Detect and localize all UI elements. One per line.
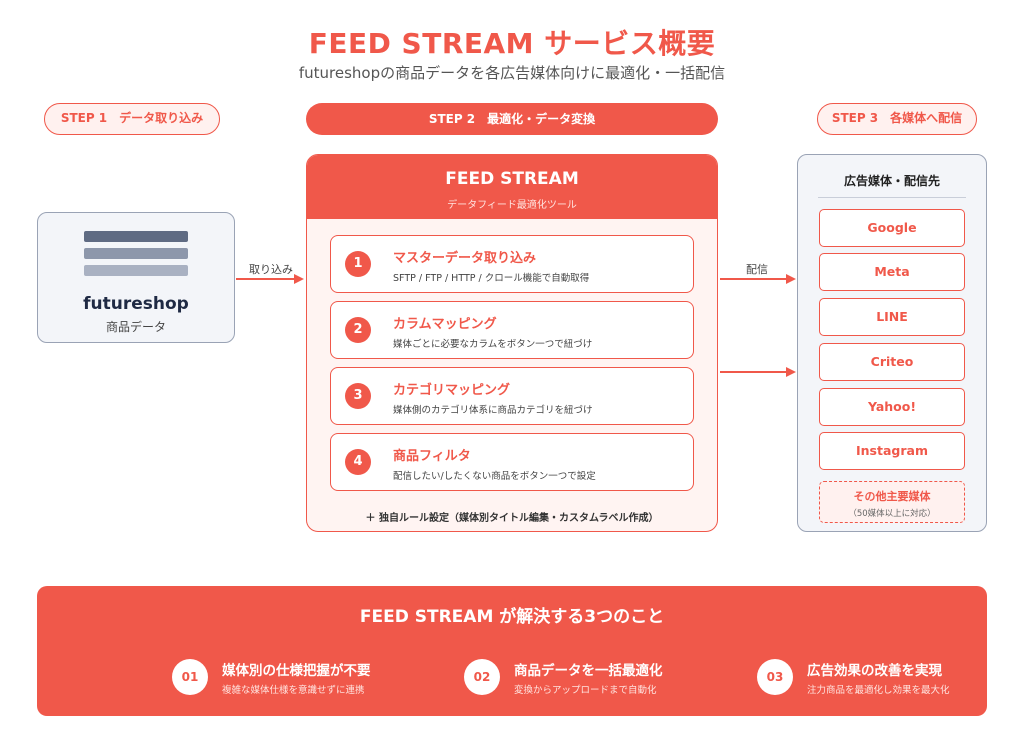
feed-stream-header: FEED STREAM データフィード最適化ツール: [307, 155, 717, 219]
process-step-card: 2 カラムマッピング 媒体ごとに必要なカラムをボタン一つで紐づけ: [330, 301, 694, 359]
benefit-desc: 変換からアップロードまで自動化: [514, 685, 657, 696]
process-step-desc: 媒体ごとに必要なカラムをボタン一つで紐づけ: [393, 339, 593, 350]
benefits-banner: FEED STREAM が解決する3つのこと 01 媒体別の仕様把握が不要 複雑…: [37, 586, 987, 716]
benefit-number-badge: 03: [757, 659, 793, 695]
feed-stream-subtitle: データフィード最適化ツール: [447, 200, 577, 211]
benefit-desc: 注力商品を最適化し効果を最大化: [807, 685, 950, 696]
deliver-arrow-2-icon: [720, 367, 796, 377]
benefit-title: 媒体別の仕様把握が不要: [222, 663, 371, 679]
step-number-badge: 4: [345, 449, 371, 475]
process-step-card: 4 商品フィルタ 配信したい/したくない商品をボタン一つで設定: [330, 433, 694, 491]
media-item-criteo: Criteo: [819, 343, 965, 381]
media-item-meta: Meta: [819, 253, 965, 291]
feed-stream-panel: FEED STREAM データフィード最適化ツール 1 マスターデータ取り込み …: [306, 154, 718, 532]
media-item-line: LINE: [819, 298, 965, 336]
list-bar-2: [84, 248, 188, 259]
step-number-badge: 2: [345, 317, 371, 343]
step-1-label: STEP 1 データ取り込み: [44, 103, 220, 135]
process-step-card: 3 カテゴリマッピング 媒体側のカテゴリ体系に商品カテゴリを紐づけ: [330, 367, 694, 425]
benefit-number-badge: 02: [464, 659, 500, 695]
media-item-google: Google: [819, 209, 965, 247]
feed-stream-title: FEED STREAM: [445, 169, 579, 189]
process-step-desc: 媒体側のカテゴリ体系に商品カテゴリを紐づけ: [393, 405, 593, 416]
deliver-arrow-label: 配信: [746, 263, 768, 276]
benefit-item: 02 商品データを一括最適化 変換からアップロードまで自動化: [464, 656, 724, 702]
list-bar-3: [84, 265, 188, 276]
custom-rule-note: ＋ 独自ルール設定（媒体別タイトル編集・カスタムラベル作成）: [365, 513, 659, 524]
process-step-title: カテゴリマッピング: [393, 383, 511, 398]
deliver-arrow-icon: [720, 274, 796, 284]
media-other-title: その他主要媒体: [853, 490, 931, 503]
step-number-badge: 3: [345, 383, 371, 409]
media-destination-panel: 広告媒体・配信先 Google Meta LINE Criteo Yahoo! …: [797, 154, 987, 532]
media-item-instagram: Instagram: [819, 432, 965, 470]
process-step-desc: 配信したい/したくない商品をボタン一つで設定: [393, 471, 596, 482]
process-step-desc: SFTP / FTP / HTTP / クロール機能で自動取得: [393, 273, 590, 284]
page-title: FEED STREAM サービス概要: [308, 27, 716, 60]
step-3-label: STEP 3 各媒体へ配信: [817, 103, 977, 135]
process-step-card: 1 マスターデータ取り込み SFTP / FTP / HTTP / クロール機能…: [330, 235, 694, 293]
source-subtitle: 商品データ: [105, 320, 166, 334]
step-number-badge: 1: [345, 251, 371, 277]
divider: [818, 197, 966, 198]
benefit-title: 広告効果の改善を実現: [807, 663, 942, 679]
media-heading: 広告媒体・配信先: [843, 174, 940, 188]
source-name: futureshop: [83, 294, 189, 314]
banner-title: FEED STREAM が解決する3つのこと: [359, 607, 665, 627]
benefit-title: 商品データを一括最適化: [514, 663, 663, 679]
process-step-title: 商品フィルタ: [393, 449, 471, 464]
list-bar-1: [84, 231, 188, 242]
import-arrow-icon: [236, 274, 304, 284]
step-2-label: STEP 2 最適化・データ変換: [306, 103, 718, 135]
benefit-item: 01 媒体別の仕様把握が不要 複雑な媒体仕様を意識せずに連携: [172, 656, 432, 702]
benefit-item: 03 広告効果の改善を実現 注力商品を最適化し効果を最大化: [757, 656, 1017, 702]
process-step-title: カラムマッピング: [393, 317, 497, 332]
page-subtitle: futureshopの商品データを各広告媒体向けに最適化・一括配信: [298, 64, 726, 82]
media-other-subtitle: （50媒体以上に対応）: [848, 509, 936, 519]
futureshop-source-box: futureshop 商品データ: [37, 212, 235, 343]
media-item-other: その他主要媒体 （50媒体以上に対応）: [819, 481, 965, 523]
process-step-title: マスターデータ取り込み: [393, 251, 537, 266]
media-item-yahoo: Yahoo!: [819, 388, 965, 426]
import-arrow-label: 取り込み: [249, 263, 293, 276]
benefit-number-badge: 01: [172, 659, 208, 695]
benefit-desc: 複雑な媒体仕様を意識せずに連携: [222, 685, 365, 696]
